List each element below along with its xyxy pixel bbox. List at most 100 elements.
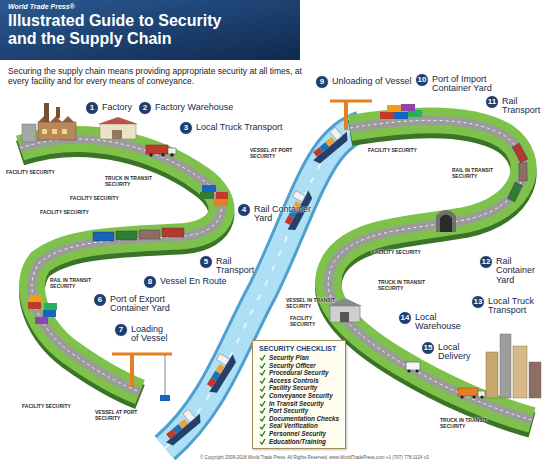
container-stack [394, 112, 408, 119]
callout-number: 14 [398, 311, 412, 325]
check-mark [259, 423, 266, 430]
port-crane [165, 355, 166, 395]
delivery-van [407, 369, 410, 372]
security-label: FACILITY SECURITY [70, 196, 119, 202]
factory-icon [42, 129, 47, 134]
check-mark [260, 370, 265, 375]
checklist-item: Access Controls [269, 377, 319, 385]
security-label: TRUCK IN TRANSIT SECURITY [378, 280, 428, 292]
factory-icon [44, 103, 49, 122]
checklist-row: Conveyance Security [259, 392, 339, 400]
security-label: TRUCK IN TRANSIT SECURITY [105, 176, 155, 188]
security-label: TRUCK IN TRANSIT SECURITY [440, 418, 490, 430]
callout-number: 11 [485, 95, 499, 109]
city-buildings [486, 334, 541, 398]
security-label: FACILITY SECURITY [290, 316, 320, 328]
check-mark [260, 408, 265, 413]
callout-number: 8 [143, 275, 157, 289]
factory-icon [22, 103, 76, 142]
check-mark [259, 362, 266, 369]
train-icon [93, 228, 184, 241]
security-label: FACILITY SECURITY [372, 250, 421, 256]
delivery-van [406, 362, 420, 373]
checklist-item: Education/Training [269, 438, 326, 446]
train-icon [519, 163, 528, 181]
check-mark [260, 431, 265, 436]
checklist-row: In Transit Security [259, 400, 339, 408]
warehouse-icon [112, 130, 122, 139]
checklist-row: Access Controls [259, 377, 339, 385]
callout-number: 13 [471, 295, 485, 309]
truck-icon [480, 395, 483, 398]
stop-label: Factory [102, 103, 132, 112]
container-stack [401, 104, 415, 111]
callout-number: 4 [237, 203, 251, 217]
checklist-row: Personnel Security [259, 430, 339, 438]
container-stack [408, 110, 422, 117]
check-mark [260, 416, 265, 421]
stop-label: Loading of Vessel [131, 325, 171, 344]
train-icon [116, 231, 137, 240]
checklist-item: In Transit Security [269, 400, 324, 408]
stop-label: Local Delivery [438, 343, 482, 362]
checklist-row: Education/Training [259, 438, 339, 446]
security-label: VESSEL AT PORT SECURITY [95, 410, 141, 422]
container-yard [43, 310, 56, 317]
checklist-row: Security Officer [259, 362, 339, 370]
callout-number: 9 [315, 75, 329, 89]
checklist-item: Procedural Security [269, 369, 329, 377]
stop-marker: 12Rail Container Yard [479, 255, 547, 285]
callout-number: 7 [114, 323, 128, 337]
check-mark [259, 369, 266, 376]
factory-icon [56, 107, 60, 118]
checklist-item: Security Officer [269, 362, 316, 370]
warehouse-icon [330, 306, 360, 322]
check-mark [260, 355, 265, 360]
security-label: FACILITY SECURITY [22, 404, 71, 410]
stop-label: Port of Import Container Yard [432, 75, 496, 94]
stop-label: Unloading of Vessel [332, 77, 412, 86]
checklist-row: Port Security [259, 407, 339, 415]
security-label: RAIL IN TRANSIT SECURITY [50, 278, 94, 290]
stop-marker: 10Port of Import Container Yard [415, 73, 497, 94]
rail-tunnel [440, 215, 452, 233]
checklist-row: Seal Verification [259, 422, 339, 430]
truck-icon [149, 153, 153, 157]
checklist-row: Facility Security [259, 384, 339, 392]
stop-label: Local Warehouse [415, 313, 467, 332]
left-land-band [20, 139, 221, 392]
port-crane [112, 353, 172, 401]
city-buildings [513, 346, 527, 398]
checklist-heading: SECURITY CHECKLIST [259, 344, 339, 353]
checklist-box: SECURITY CHECKLISTSecurity PlanSecurity … [252, 340, 346, 449]
container-stack [380, 104, 422, 119]
container-yard [29, 295, 42, 302]
checklist-item: Port Security [269, 407, 308, 415]
warehouse-icon [100, 124, 136, 139]
stop-label: Factory Warehouse [155, 103, 233, 112]
checklist-item: Seal Verification [269, 422, 318, 430]
stop-label: Rail Container Yard [254, 205, 318, 224]
train-icon [162, 228, 184, 237]
port-crane [112, 353, 172, 356]
train-icon [139, 230, 160, 239]
rail-tunnel [436, 210, 456, 232]
stop-marker: 8Vessel En Route [143, 275, 236, 289]
train-icon [508, 182, 523, 202]
warehouse-icon [340, 312, 349, 322]
check-mark [260, 363, 265, 368]
stop-marker: 11Rail Transport [485, 95, 547, 116]
stop-marker: 14Local Warehouse [398, 311, 468, 332]
container-yard [35, 317, 48, 324]
checklist-item: Facility Security [269, 384, 317, 392]
stop-marker: 9Unloading of Vessel [315, 75, 417, 89]
train-icon [508, 143, 528, 202]
truck-icon [458, 388, 478, 396]
check-mark [259, 354, 266, 361]
check-mark [259, 430, 266, 437]
city-buildings [529, 362, 541, 398]
checklist-row: Documentation Checks [259, 415, 339, 423]
callout-number: 3 [179, 121, 193, 135]
stop-marker: 3Local Truck Transport [179, 121, 297, 135]
warehouse-icon [98, 117, 138, 139]
